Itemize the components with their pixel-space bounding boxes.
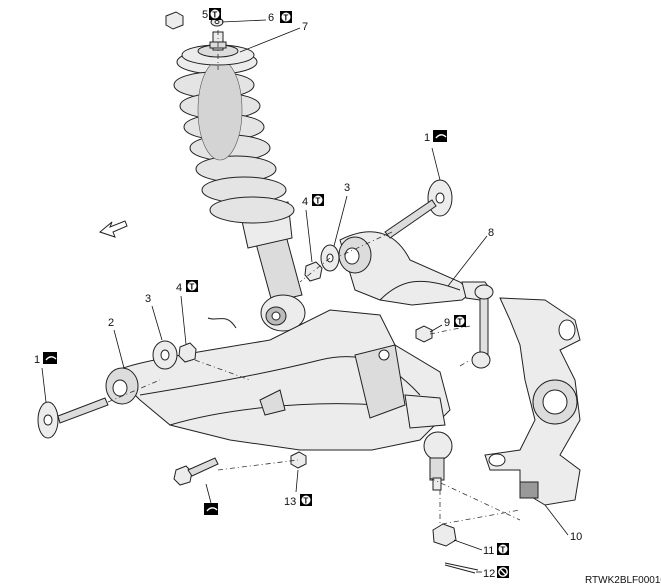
- svg-text:3: 3: [145, 293, 151, 305]
- torque-icon: T: [457, 317, 462, 326]
- torque-icon: T: [315, 196, 320, 205]
- svg-text:6: 6: [268, 12, 274, 24]
- callout-3-lower: 3: [145, 293, 163, 341]
- svg-text:4: 4: [176, 282, 182, 294]
- svg-text:2: 2: [108, 317, 114, 329]
- svg-text:11: 11: [483, 545, 494, 557]
- lower-front-bolt: [37, 397, 109, 439]
- grease-icon: [433, 130, 447, 142]
- no-reuse-icon: [498, 567, 508, 577]
- grease-icon: [43, 352, 57, 364]
- svg-text:13: 13: [284, 496, 296, 508]
- svg-text:8: 8: [488, 227, 494, 239]
- link-nut: [415, 325, 433, 343]
- callout-3-upper: 3: [333, 182, 350, 247]
- callout-11: 11 T: [453, 539, 509, 557]
- callout-13: 13 T: [284, 469, 312, 508]
- cotter-pin: [444, 562, 479, 574]
- assembly-lines: [107, 30, 521, 525]
- front-direction-arrow: [98, 220, 128, 238]
- svg-text:3: 3: [344, 182, 350, 194]
- callout-4-lower: 4 T: [176, 280, 198, 345]
- svg-text:12: 12: [483, 568, 495, 580]
- lower-cam-washer: [152, 340, 178, 370]
- figure-code: RTWK2BLF000101: [585, 575, 661, 586]
- upper-arm-bolt: [384, 179, 453, 239]
- svg-text:4: 4: [302, 196, 308, 208]
- torque-icon: T: [189, 282, 194, 291]
- callout-12: 12: [476, 566, 509, 580]
- stabilizer-link: [471, 284, 494, 369]
- castle-nut: [432, 523, 457, 547]
- grease-icon-rear-bolt: [204, 483, 218, 515]
- svg-text:1: 1: [424, 132, 430, 144]
- lower-nut: [178, 342, 197, 363]
- grease-icon: [204, 503, 218, 515]
- callout-1-upper: 1: [424, 130, 447, 181]
- svg-text:10: 10: [570, 531, 582, 543]
- torque-icon: T: [500, 545, 505, 554]
- callout-9: 9 T: [429, 315, 466, 333]
- svg-text:5: 5: [202, 9, 208, 21]
- upper-control-arm: [338, 231, 493, 306]
- callout-7: 7: [239, 21, 308, 53]
- callout-6: 6 T: [221, 11, 292, 24]
- torque-icon: T: [303, 496, 308, 505]
- callout-2: 2: [108, 317, 125, 369]
- callout-5: 5 T: [202, 8, 221, 21]
- callout-10: 10: [544, 504, 582, 543]
- torque-icon: T: [283, 13, 288, 22]
- torque-icon: T: [212, 10, 217, 19]
- line-curl: [207, 317, 237, 329]
- callout-8: 8: [447, 227, 494, 287]
- upper-nut: [304, 261, 323, 282]
- lower-rear-nut: [290, 451, 307, 469]
- steering-knuckle: [484, 297, 581, 506]
- svg-text:7: 7: [302, 21, 308, 33]
- callout-1-lower: 1: [34, 352, 57, 403]
- lower-control-arm: [105, 309, 453, 491]
- svg-text:9: 9: [444, 317, 450, 329]
- svg-text:1: 1: [34, 354, 40, 366]
- lower-rear-bolt: [173, 457, 219, 486]
- top-nut: [165, 11, 184, 30]
- callout-4-upper: 4 T: [302, 194, 324, 263]
